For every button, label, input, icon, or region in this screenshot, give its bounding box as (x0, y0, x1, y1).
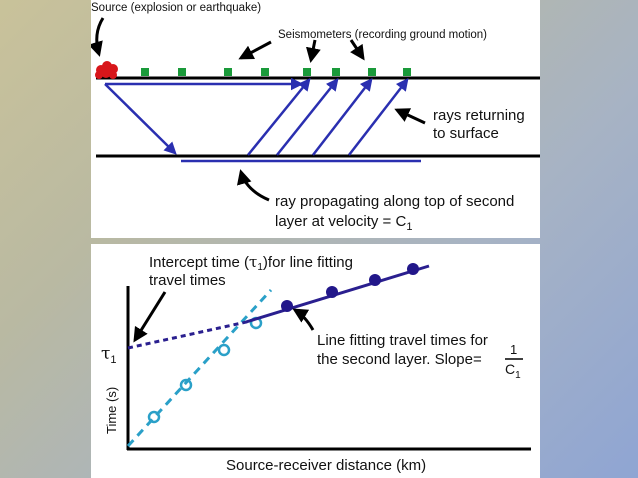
seismometers (141, 68, 411, 76)
intercept-pointer-arrow (133, 291, 167, 343)
downgoing-ray (104, 83, 177, 155)
refracted-wave-points (281, 263, 419, 312)
propagating-label-line2: layer at velocity = C1 (275, 213, 412, 233)
source-label: Source (explosion or earthquake) (91, 2, 261, 14)
seismometer-icon (178, 68, 186, 76)
seismometer-icon (368, 68, 376, 76)
returning-ray (312, 78, 373, 156)
rays-pointer-arrow (394, 108, 426, 125)
direct-wave-point (147, 410, 161, 424)
intercept-label-line1: Intercept time (τ1)for line fitting (149, 253, 353, 273)
returning-ray (348, 78, 409, 156)
travel-time-plot-panel: Intercept time (τ1)for line fitting trav… (91, 244, 540, 478)
tau-axis-symbol: τ (101, 344, 110, 364)
propagating-label-text: layer at velocity = C (275, 213, 406, 230)
seismometer-icon (224, 68, 232, 76)
returning-ray (276, 78, 339, 156)
seismometers-label: Seismometers (recording ground motion) (278, 29, 487, 41)
returning-ray (247, 78, 311, 156)
direct-wave-line (126, 288, 273, 448)
rays-label-line1: rays returning (433, 107, 525, 124)
source-pointer-arrow (91, 17, 105, 57)
rays-label-line2: to surface (433, 125, 499, 142)
propagating-label-line1: ray propagating along top of second (275, 193, 514, 210)
seismometer-pointer-arrow (238, 40, 272, 60)
y-axis-label: Time (s) (104, 387, 119, 434)
tau-axis-subscript: 1 (110, 354, 116, 366)
source-burst-icon (95, 61, 118, 79)
intercept-label-line2: travel times (149, 272, 226, 289)
line-fit-label-line1: Line fitting travel times for (317, 332, 488, 349)
intercept-label-rest: )for line fitting (263, 254, 353, 271)
seismometer-icon (332, 68, 340, 76)
refracted-wave-point (326, 286, 338, 298)
layer-diagram: Source (explosion or earthquake) Seismom… (91, 2, 540, 233)
seismometer-icon (261, 68, 269, 76)
slope-numerator: 1 (510, 342, 517, 357)
line-fit-pointer-arrow (292, 308, 315, 331)
travel-time-plot: Intercept time (τ1)for line fitting trav… (101, 253, 531, 474)
slope-denominator-c: C (505, 361, 515, 377)
intercept-label-subscript: 1 (257, 262, 263, 273)
direct-wave-point (217, 343, 231, 357)
seismometer-pointer-arrow (349, 39, 365, 61)
intercept-label-tau: τ (249, 253, 257, 271)
tau-axis-label: τ1 (101, 344, 117, 366)
slope-denominator: C1 (505, 361, 521, 381)
propagating-pointer-arrow (236, 169, 270, 202)
refracted-wave-point (369, 274, 381, 286)
seismometer-icon (403, 68, 411, 76)
refracted-wave-point (407, 263, 419, 275)
plot-pointer-arrows (133, 291, 315, 343)
intercept-label-text: Intercept time ( (149, 254, 249, 271)
seismometer-pointer-arrow (305, 39, 321, 63)
x-axis-label: Source-receiver distance (km) (226, 457, 426, 474)
direct-wave-points (147, 316, 263, 424)
seismometer-icon (141, 68, 149, 76)
refracted-wave-point (281, 300, 293, 312)
returning-rays (247, 78, 409, 156)
layer-diagram-panel: Source (explosion or earthquake) Seismom… (91, 0, 540, 238)
pointer-arrows (91, 17, 426, 202)
slope-denominator-subscript: 1 (515, 370, 521, 381)
seismometer-icon (303, 68, 311, 76)
line-fit-label-line2: the second layer. Slope= (317, 351, 482, 368)
direct-wave-point (179, 378, 193, 392)
intercept-extrapolation-line (127, 319, 252, 350)
propagating-label-subscript: 1 (406, 221, 412, 233)
